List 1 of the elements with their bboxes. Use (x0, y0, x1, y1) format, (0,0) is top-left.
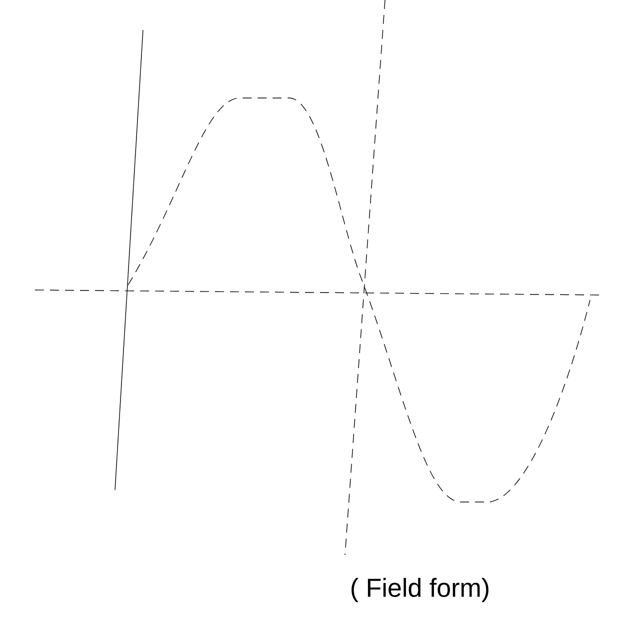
caption: ( Field form) (352, 578, 488, 602)
